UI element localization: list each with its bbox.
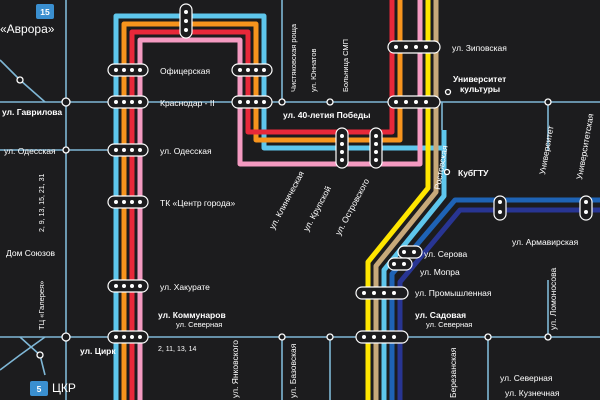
label-hakurate: ул. Хакурате xyxy=(160,282,210,292)
label-chistyakovskaya: Чистяковская роща xyxy=(289,23,298,92)
stop-dot-yunatov[interactable] xyxy=(278,98,286,106)
label-odesskaya: ул. Одесская xyxy=(160,146,212,156)
stop-krasnodar-2-east[interactable] xyxy=(231,95,273,109)
label-promyshlennaya: ул. Промышленная xyxy=(415,288,492,298)
label-serova: ул. Серова xyxy=(424,249,467,259)
stop-dot-universitet[interactable] xyxy=(544,98,552,106)
stop-dot-odesskaya[interactable] xyxy=(62,146,70,154)
label-pobedy: ул. 40-летия Победы xyxy=(283,110,371,120)
label-kuznechnaya: ул. Кузнечная xyxy=(505,388,560,398)
stop-sadovaya[interactable] xyxy=(355,330,409,344)
label-severnaya-1: ул. Северная xyxy=(176,320,222,329)
stop-hakurate[interactable] xyxy=(107,279,149,293)
label-sadovaya: ул. Садовая xyxy=(415,310,466,320)
stop-ofitserskaya[interactable] xyxy=(107,63,149,77)
label-odesskaya-left: ул. Одесская xyxy=(4,146,56,156)
label-avrora: «Аврора» xyxy=(0,22,55,36)
label-yunatov: ул. Юннатов xyxy=(309,48,318,92)
label-universitet-kultury-1: Университет xyxy=(453,74,506,84)
stop-dot-avrora[interactable] xyxy=(16,76,24,84)
stop-dot-galereya[interactable] xyxy=(36,351,44,359)
street-labels: «Аврора» ЦКР Офицерская Краснодар - II у… xyxy=(0,22,579,398)
label-beregovaya: Березанская xyxy=(448,347,458,398)
label-yankovskogo: ул. Янковского xyxy=(230,340,240,398)
label-gavrilova: ул. Гаврилова xyxy=(2,107,62,117)
label-krasnodar-2: Краснодар - II xyxy=(160,98,215,108)
stop-kommunarov[interactable] xyxy=(107,330,149,344)
tram-line-red xyxy=(129,0,395,400)
street-line-tskr-diagonal xyxy=(0,336,46,371)
label-galereya: ТЦ «Галерея» xyxy=(37,281,46,330)
label-tsirk: ул. Цирк xyxy=(80,346,116,356)
stop-dot-gavrilova[interactable] xyxy=(61,97,71,107)
stop-zipovskaya[interactable] xyxy=(387,40,441,54)
stop-chistyakovskaya[interactable] xyxy=(179,3,193,39)
label-kommunarov: ул. Коммунаров xyxy=(158,310,226,320)
label-zipovskaya: ул. Зиповская xyxy=(452,43,507,53)
stop-armavirskaya-east[interactable] xyxy=(579,195,593,221)
label-universitet-kultury-2: культуры xyxy=(460,84,500,94)
stop-ostrovskogo[interactable] xyxy=(369,127,383,169)
label-severnaya-3: ул. Северная xyxy=(500,373,553,383)
stop-klinicheskaya[interactable] xyxy=(335,127,349,169)
stop-odesskaya[interactable] xyxy=(107,143,149,157)
stop-dot-yankovskogo[interactable] xyxy=(278,333,286,341)
label-ofitserskaya: Офицерская xyxy=(160,66,210,76)
label-kubgtu: КубГТУ xyxy=(458,168,489,178)
stop-dot-lomonosova[interactable] xyxy=(544,333,552,341)
route-badge-15[interactable]: 15 xyxy=(36,4,54,19)
tram-stops xyxy=(107,3,593,344)
stop-ofitserskaya-east[interactable] xyxy=(231,63,273,77)
minor-stops xyxy=(16,76,552,359)
tram-line-orange xyxy=(121,0,403,400)
stop-krasnodar-2[interactable] xyxy=(107,95,149,109)
stop-dot-universitet-kultury[interactable] xyxy=(444,88,452,96)
route-badge-5[interactable]: 5 xyxy=(30,381,48,396)
label-routes-left: 2, 9, 13, 15, 21, 31 xyxy=(39,174,46,232)
stop-promyshlennaya[interactable] xyxy=(355,286,409,300)
stop-mopra[interactable] xyxy=(387,257,413,271)
label-dom-soyuzov: Дом Союзов xyxy=(6,248,56,258)
label-mopra: ул. Мопра xyxy=(420,267,460,277)
stop-pobedy[interactable] xyxy=(387,95,441,109)
label-bazovskaya: ул. Базовская xyxy=(288,343,298,398)
svg-text:5: 5 xyxy=(37,384,42,394)
stop-serova[interactable] xyxy=(397,245,423,259)
label-armavirskaya: ул. Армавирская xyxy=(512,237,579,247)
stop-dot-bolnitsa[interactable] xyxy=(326,98,334,106)
stop-armavirskaya[interactable] xyxy=(493,195,507,221)
stop-dot-bazovskaya[interactable] xyxy=(326,333,334,341)
label-tk-center: ТК «Центр города» xyxy=(160,198,236,208)
stop-dot-tsirk[interactable] xyxy=(61,332,71,342)
label-tskr: ЦКР xyxy=(52,381,76,395)
svg-text:15: 15 xyxy=(40,7,50,17)
stop-dot-kuznechnaya[interactable] xyxy=(484,333,492,341)
stop-tk-center[interactable] xyxy=(107,195,149,209)
label-routes-bottom: 2, 11, 13, 14 xyxy=(158,346,197,353)
stop-dot-kubgtu[interactable] xyxy=(443,168,451,176)
label-bolnitsa: Больница СМП xyxy=(341,39,350,92)
label-severnaya-2: ул. Северная xyxy=(426,320,472,329)
label-lomonosova: ул. Ломоносова xyxy=(548,267,558,330)
